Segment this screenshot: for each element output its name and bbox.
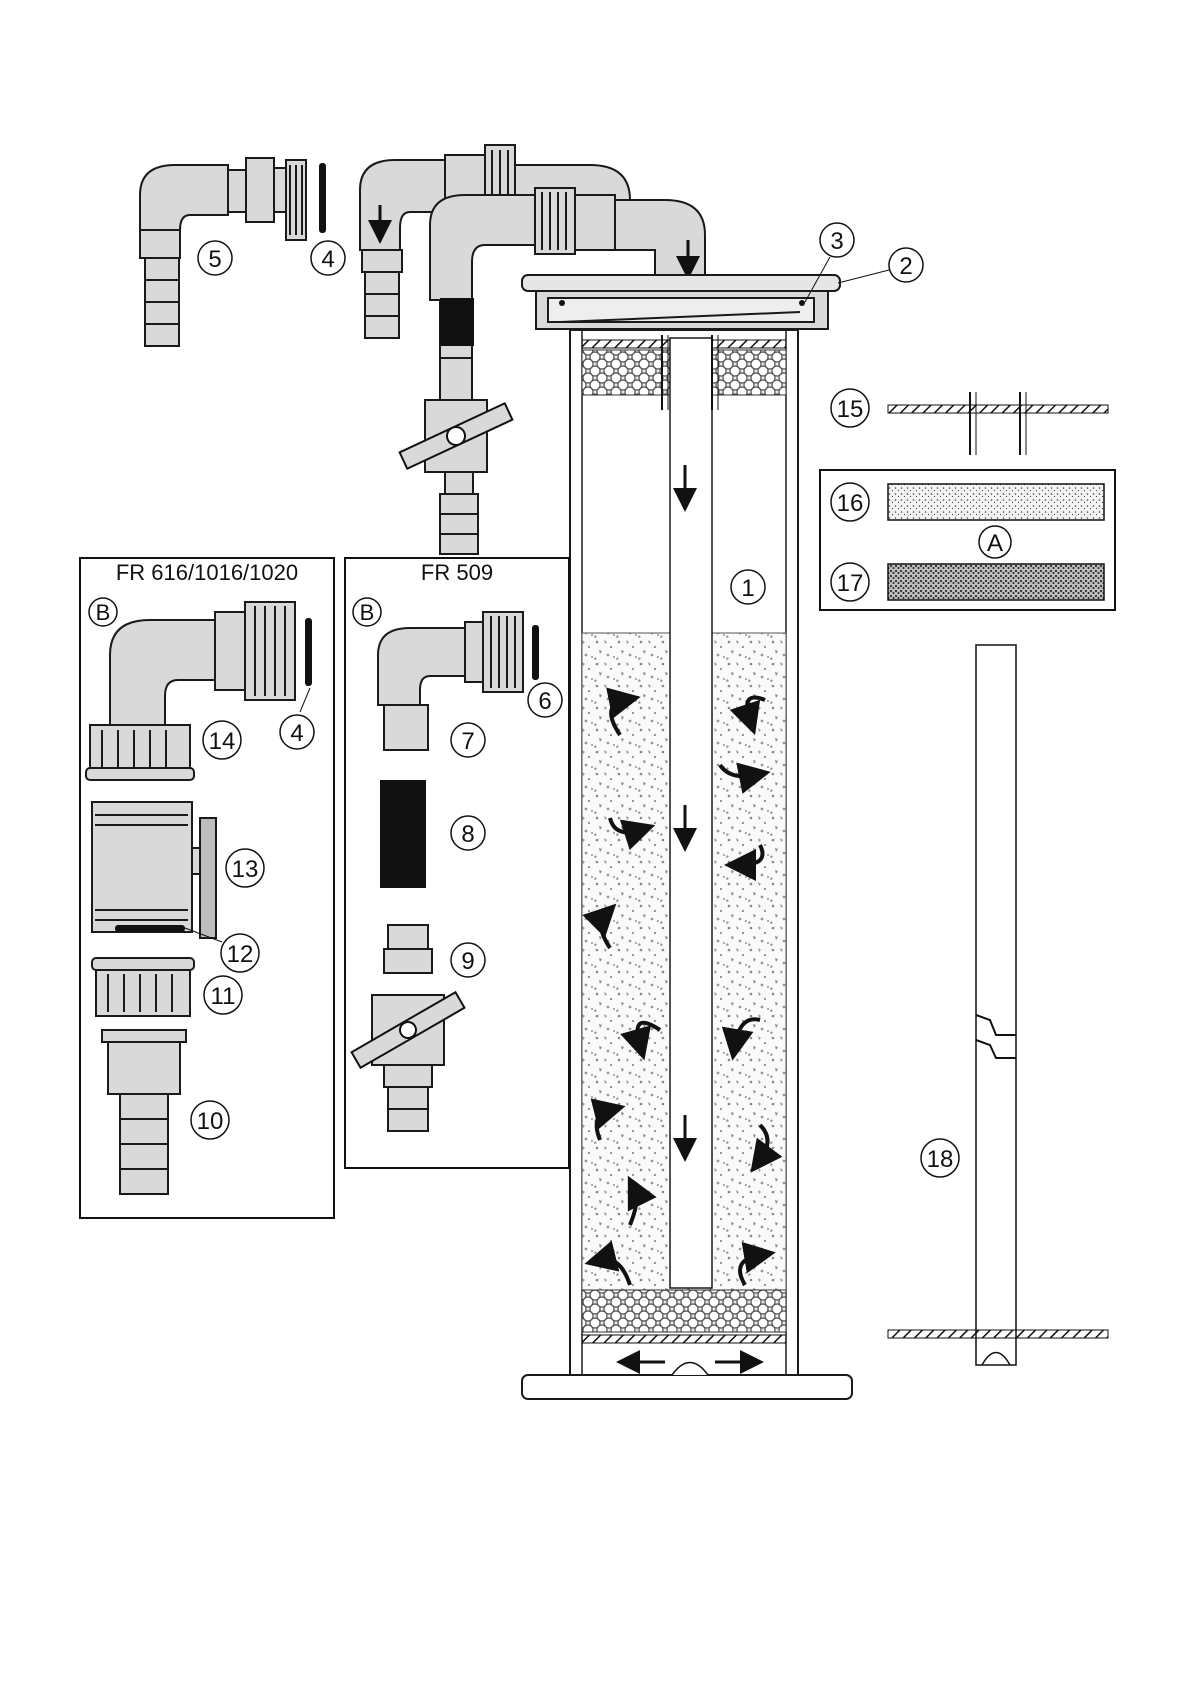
- svg-text:7: 7: [461, 728, 474, 755]
- part-16-fine-media: [888, 484, 1104, 520]
- part-13-ball-valve: [92, 802, 216, 938]
- callout-18: 18: [921, 1139, 959, 1177]
- part-6-oring: [532, 625, 539, 680]
- callout-3: 3: [820, 223, 854, 257]
- svg-text:11: 11: [211, 983, 236, 1010]
- leader-2: [838, 270, 889, 283]
- callout-16: 16: [831, 483, 869, 521]
- callout-4-panel: 4: [280, 715, 314, 749]
- part-7-elbow: [378, 612, 523, 750]
- outlet-hose-sleeve: [440, 298, 474, 346]
- callout-7: 7: [451, 723, 485, 757]
- callout-10: 10: [191, 1101, 229, 1139]
- part-10-hose-tail: [102, 1030, 186, 1194]
- svg-text:2: 2: [899, 253, 912, 280]
- callout-14: 14: [203, 721, 241, 759]
- leader-4-panel: [300, 688, 310, 712]
- svg-text:13: 13: [232, 856, 259, 883]
- part-8-sleeve: [380, 780, 426, 888]
- letter-b-left: B: [89, 598, 117, 626]
- svg-text:9: 9: [461, 948, 474, 975]
- callout-9: 9: [451, 943, 485, 977]
- svg-text:14: 14: [209, 728, 236, 755]
- callout-6: 6: [528, 683, 562, 717]
- svg-text:10: 10: [197, 1108, 224, 1135]
- callout-1: 1: [731, 570, 765, 604]
- callout-4-top: 4: [311, 241, 345, 275]
- part-11-nut: [92, 958, 194, 1016]
- svg-text:1: 1: [741, 575, 754, 602]
- part-2-lid: [522, 275, 840, 329]
- letter-a: A: [979, 526, 1011, 558]
- svg-text:8: 8: [461, 821, 474, 848]
- part-3-seal-left: [559, 300, 565, 306]
- svg-text:6: 6: [538, 688, 551, 715]
- svg-text:A: A: [987, 530, 1003, 557]
- letter-b-mid: B: [353, 598, 381, 626]
- part-3-seal-right: [799, 300, 805, 306]
- callout-2: 2: [889, 248, 923, 282]
- part-4-oring-panel: [305, 618, 312, 686]
- callout-13: 13: [226, 849, 264, 887]
- panel-title-fr509: FR 509: [421, 560, 493, 585]
- part-15-plate: [888, 392, 1108, 455]
- svg-text:B: B: [360, 600, 375, 625]
- callout-5: 5: [198, 241, 232, 275]
- svg-text:3: 3: [830, 228, 843, 255]
- svg-text:4: 4: [321, 246, 334, 273]
- panel-title-fr616: FR 616/1016/1020: [116, 560, 298, 585]
- callout-11: 11: [204, 976, 242, 1014]
- callout-8: 8: [451, 816, 485, 850]
- svg-text:17: 17: [837, 570, 864, 597]
- part-17-coarse-media: [888, 564, 1104, 600]
- part-14-elbow-union: [86, 602, 295, 780]
- part-1-filter-column: [522, 330, 852, 1399]
- part-12-oring: [115, 925, 185, 932]
- svg-text:4: 4: [290, 720, 303, 747]
- svg-text:12: 12: [227, 941, 254, 968]
- svg-text:18: 18: [927, 1146, 954, 1173]
- part-4-oring: [319, 163, 326, 233]
- svg-text:5: 5: [208, 246, 221, 273]
- callout-15: 15: [831, 389, 869, 427]
- svg-text:B: B: [96, 600, 111, 625]
- callout-12: 12: [221, 934, 259, 972]
- part-18-tube: [888, 645, 1108, 1365]
- callout-17: 17: [831, 563, 869, 601]
- svg-text:16: 16: [837, 490, 864, 517]
- svg-text:15: 15: [837, 396, 864, 423]
